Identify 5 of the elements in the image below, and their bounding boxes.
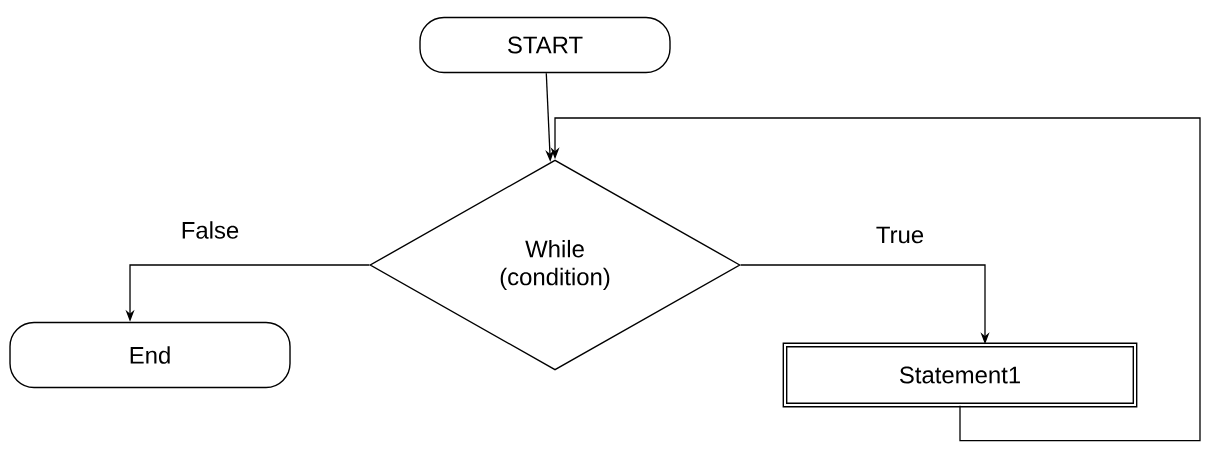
end-terminal: End [9, 321, 291, 389]
edge-label: True [873, 224, 927, 246]
process-box: Statement1 [782, 342, 1138, 408]
edge-label: False [178, 219, 242, 241]
start-terminal: START [419, 16, 671, 74]
